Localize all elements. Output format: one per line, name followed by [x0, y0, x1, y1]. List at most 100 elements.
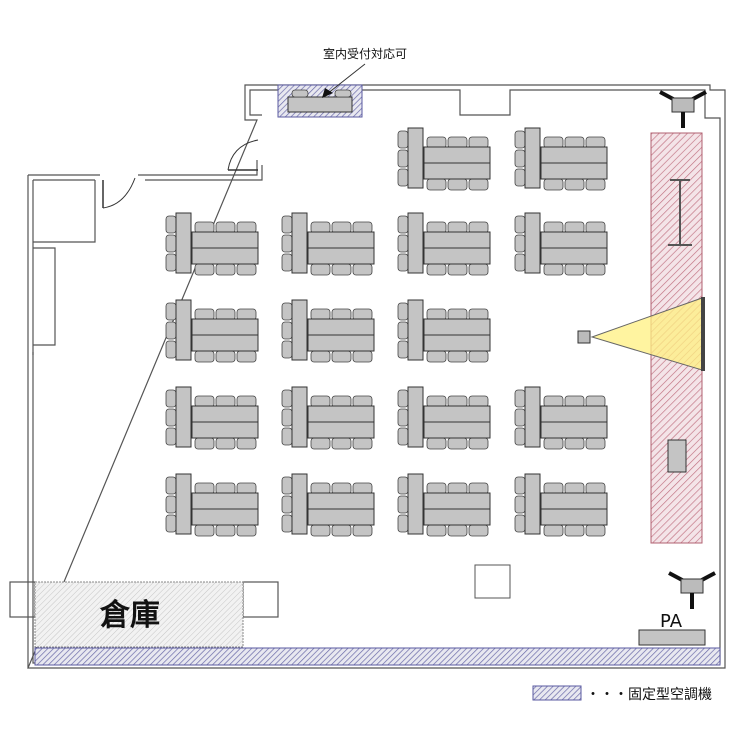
table: [307, 492, 375, 510]
table: [307, 247, 375, 265]
chair: [514, 495, 526, 514]
chair: [331, 395, 352, 408]
chair: [426, 350, 447, 363]
chair: [447, 395, 468, 408]
table-group: [281, 473, 375, 537]
chair: [331, 263, 352, 276]
chair: [165, 234, 177, 253]
table: [540, 247, 608, 265]
chair: [310, 482, 331, 495]
table: [540, 508, 608, 526]
table: [540, 162, 608, 180]
table: [191, 231, 259, 249]
chair: [310, 308, 331, 321]
table: [191, 247, 259, 265]
head-table: [175, 299, 192, 361]
fixed-air-conditioner: [34, 647, 721, 666]
chair: [397, 408, 409, 427]
chair: [194, 437, 215, 450]
chair: [468, 524, 489, 537]
chair: [165, 321, 177, 340]
head-table: [524, 212, 541, 274]
chair: [468, 221, 489, 234]
chair: [426, 221, 447, 234]
chair: [585, 221, 606, 234]
chair: [281, 408, 293, 427]
chair: [564, 263, 585, 276]
table-group: [514, 473, 608, 537]
chair: [165, 215, 177, 234]
chair: [543, 136, 564, 149]
chair: [310, 350, 331, 363]
chair: [310, 395, 331, 408]
table: [423, 146, 491, 164]
head-table: [291, 299, 308, 361]
chair: [426, 263, 447, 276]
chair: [194, 221, 215, 234]
table: [307, 334, 375, 352]
chair: [564, 437, 585, 450]
chair: [281, 321, 293, 340]
chair: [352, 482, 373, 495]
chair: [236, 482, 257, 495]
pillar: [474, 564, 511, 599]
table-group: [165, 386, 259, 450]
table: [307, 318, 375, 336]
door: [102, 177, 136, 209]
head-table: [291, 212, 308, 274]
chair: [281, 234, 293, 253]
chair: [165, 302, 177, 321]
chair: [426, 524, 447, 537]
chair: [468, 263, 489, 276]
chair: [447, 263, 468, 276]
chair: [447, 350, 468, 363]
chair: [352, 395, 373, 408]
chair: [281, 476, 293, 495]
chair: [215, 482, 236, 495]
legend: ・・・固定型空調機: [532, 685, 712, 703]
chair: [194, 482, 215, 495]
table-group: [514, 212, 608, 276]
table: [423, 247, 491, 265]
chair: [236, 524, 257, 537]
chair: [397, 253, 409, 272]
table-group: [165, 473, 259, 537]
storage-room: 倉庫: [34, 581, 244, 648]
chair: [468, 308, 489, 321]
table-group: [397, 386, 491, 450]
chair: [281, 302, 293, 321]
chair: [585, 482, 606, 495]
chair: [331, 308, 352, 321]
reception-counter: [277, 84, 363, 118]
chair: [331, 437, 352, 450]
chair: [165, 495, 177, 514]
chair: [564, 395, 585, 408]
chair: [397, 514, 409, 533]
chair: [215, 308, 236, 321]
chair: [564, 178, 585, 191]
lectern-icon: [668, 179, 692, 246]
projection-beam: [590, 297, 703, 371]
chair: [468, 350, 489, 363]
table-group: [397, 473, 491, 537]
chair: [514, 149, 526, 168]
chair: [331, 482, 352, 495]
chair: [447, 308, 468, 321]
chair: [543, 178, 564, 191]
speaker-icon: [668, 571, 716, 609]
chair: [426, 395, 447, 408]
chair: [543, 221, 564, 234]
chair: [352, 524, 373, 537]
chair: [310, 437, 331, 450]
chair: [215, 263, 236, 276]
table: [423, 334, 491, 352]
chair: [331, 350, 352, 363]
chair: [468, 136, 489, 149]
chair: [447, 136, 468, 149]
chair: [281, 340, 293, 359]
chair: [397, 234, 409, 253]
chair: [194, 263, 215, 276]
chair: [543, 524, 564, 537]
chair: [194, 395, 215, 408]
